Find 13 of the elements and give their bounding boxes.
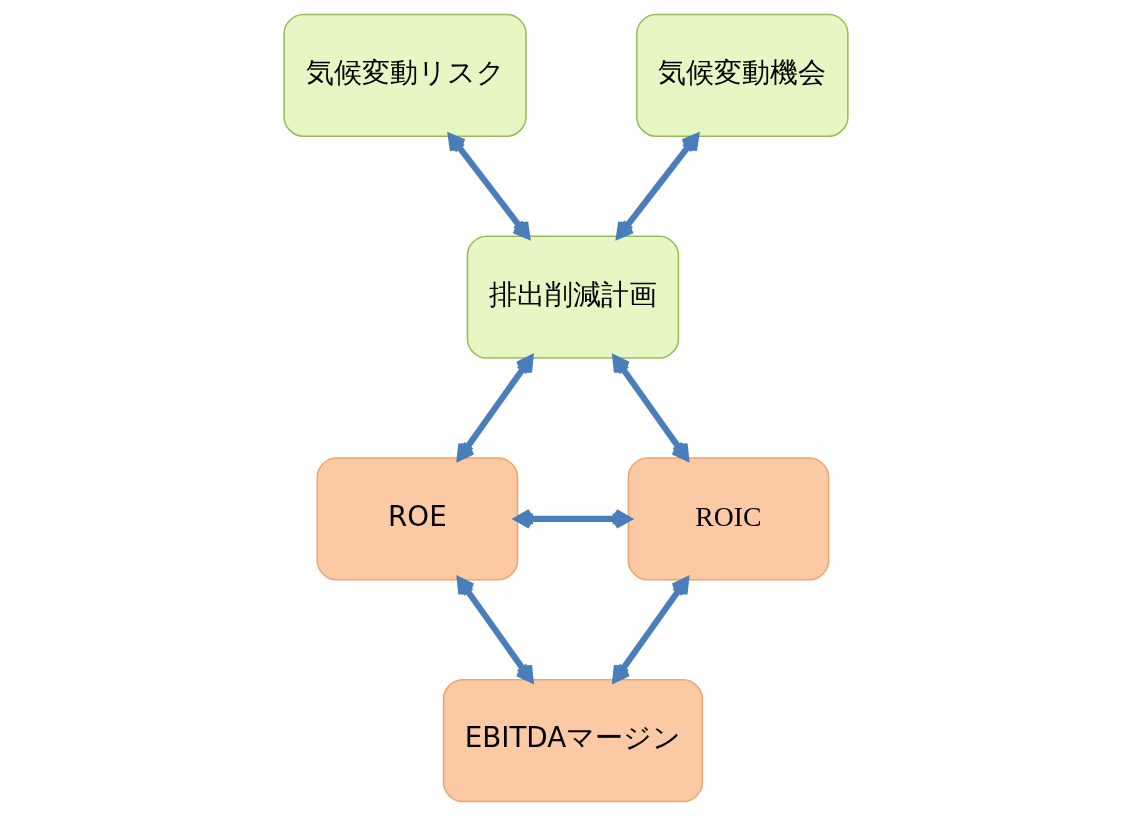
- arrow: [447, 133, 531, 239]
- node-box: 排出削減計画: [466, 235, 680, 359]
- node-box: ROIC: [627, 457, 830, 581]
- arrow: [514, 508, 632, 529]
- node-box: EBITDAマージン: [442, 679, 704, 803]
- node-box: 気候変動機会: [636, 13, 849, 137]
- node-box: ROE: [316, 457, 519, 581]
- arrow: [612, 577, 690, 683]
- arrow: [616, 133, 700, 239]
- node-box: 気候変動リスク: [283, 13, 527, 137]
- arrow: [456, 355, 534, 461]
- arrow: [456, 577, 534, 683]
- arrow: [612, 355, 690, 461]
